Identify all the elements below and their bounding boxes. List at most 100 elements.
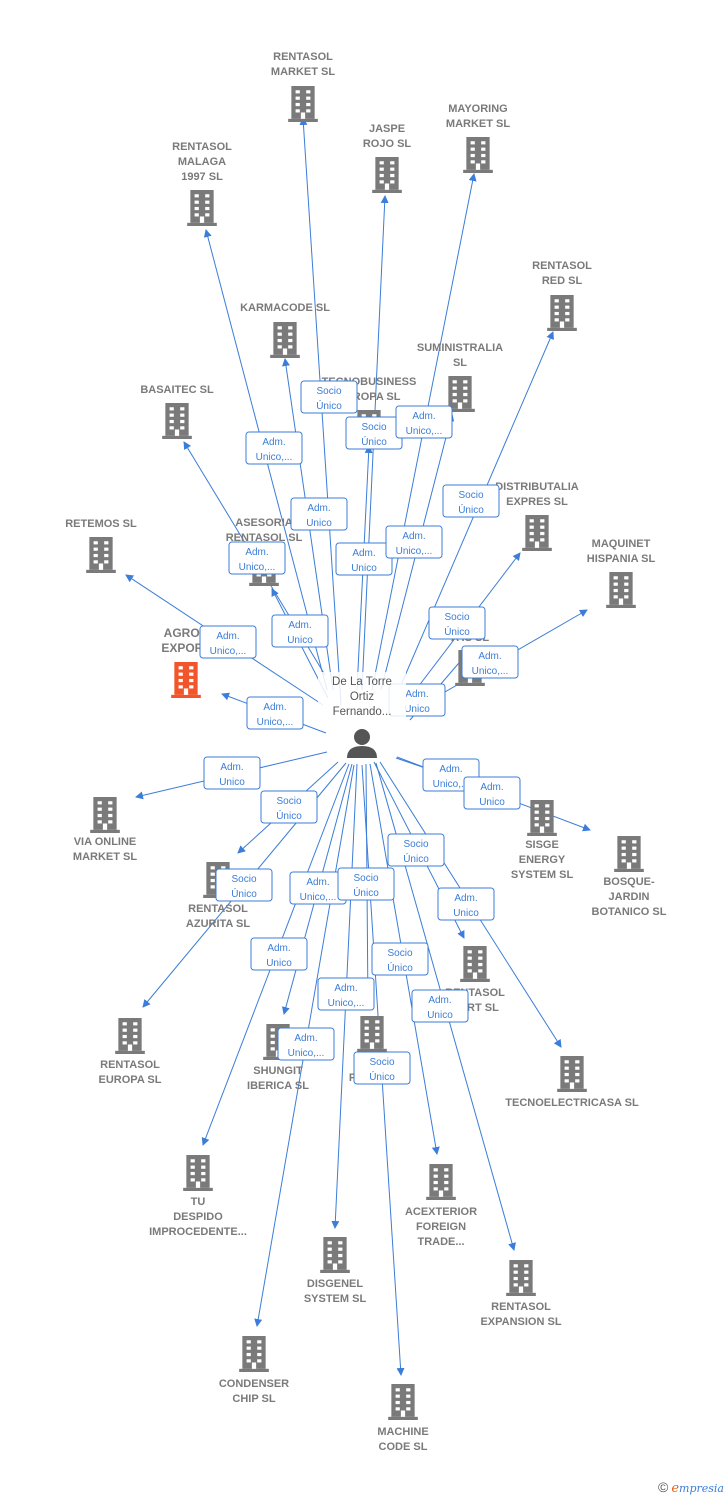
- building-icon: [270, 322, 300, 358]
- edge-label-l15: Adm.Unico,...: [246, 696, 304, 730]
- edge-label-text: Unico,...: [257, 717, 294, 728]
- edge-label-text: Unico: [219, 777, 245, 788]
- company-label: JASPE: [369, 123, 405, 135]
- edge-label-text: Adm.: [439, 764, 462, 775]
- building-icon: [162, 403, 192, 439]
- edge-label-text: Socio: [387, 948, 412, 959]
- building-icon: [372, 157, 402, 193]
- company-node-retemos[interactable]: RETEMOS SL: [65, 518, 137, 573]
- company-label: EUROPA SL: [99, 1074, 162, 1086]
- brand-name: mpresia: [679, 1482, 724, 1495]
- edge-label-l18: Adm. Unico: [463, 776, 521, 810]
- company-label: BASAITEC SL: [140, 384, 214, 396]
- edge-label-text: Adm.: [262, 437, 285, 448]
- building-icon: [426, 1164, 456, 1200]
- edge-label-text: Único: [403, 852, 429, 865]
- company-node-basaitec[interactable]: BASAITEC SL: [140, 384, 214, 439]
- company-label: MARKET SL: [446, 118, 510, 130]
- company-node-tecnoelectricasa[interactable]: TECNOELECTRICASA SL: [505, 1056, 639, 1109]
- building-icon: [463, 137, 493, 173]
- company-label: DESPIDO: [173, 1211, 223, 1223]
- company-label: RENTASOL: [100, 1059, 160, 1071]
- edge-label-l11: Adm.Unico: [271, 614, 329, 648]
- edge-label-text: Unico,...: [300, 892, 337, 903]
- edge-label-text: Adm.: [428, 995, 451, 1006]
- edge-label-text: Unico: [266, 958, 292, 969]
- edge-label-text: Adm.: [480, 782, 503, 793]
- company-label: ASESORIA: [235, 517, 293, 529]
- edge-label-l6: Adm.Unico: [290, 497, 348, 531]
- edge-label-l7: Adm.Unico,...: [228, 541, 286, 575]
- edge-label-text: Adm.: [306, 877, 329, 888]
- building-icon: [527, 800, 557, 836]
- company-node-mayoring-market[interactable]: MAYORING MARKET SL: [446, 103, 510, 173]
- company-label: DISGENEL: [307, 1278, 364, 1290]
- edge-label-text: Adm.: [288, 620, 311, 631]
- building-icon: [357, 1016, 387, 1052]
- company-label: MAYORING: [448, 103, 508, 115]
- edge-label-text: Socio: [276, 796, 301, 807]
- edge-label-text: Adm.: [352, 548, 375, 559]
- company-node-tu-despido[interactable]: TUDESPIDOIMPROCEDENTE...: [149, 1155, 247, 1238]
- center-person[interactable]: De La TorreOrtizFernando...: [318, 672, 406, 758]
- building-icon: [288, 86, 318, 122]
- edge-label-text: Adm.: [402, 531, 425, 542]
- edge-labels-layer: SocioÚnicoSocioÚnicoAdm.Unico,...Adm.Uni…: [199, 380, 521, 1085]
- company-node-acexterior[interactable]: ACEXTERIORFOREIGNTRADE...: [405, 1164, 477, 1248]
- edge-label-text: Único: [231, 887, 257, 900]
- company-node-karmacode[interactable]: KARMACODE SL: [240, 302, 330, 358]
- company-label: AZURITA SL: [186, 918, 250, 930]
- company-label: MARKET SL: [73, 851, 137, 863]
- edge-label-text: Adm.: [405, 689, 428, 700]
- edge-label-text: Unico: [479, 797, 505, 808]
- building-icon: [522, 515, 552, 551]
- edge-label-text: Unico,...: [288, 1048, 325, 1059]
- building-icon: [187, 190, 217, 226]
- edge-label-l16: Adm. Unico: [203, 756, 261, 790]
- edge-label-text: Socio: [369, 1057, 394, 1068]
- edge-label-text: Socio: [403, 839, 428, 850]
- edge-label-text: Socio: [444, 612, 469, 623]
- edge-label-text: Socio: [458, 490, 483, 501]
- company-label: DISTRIBUTALIA: [495, 481, 579, 493]
- edge-label-text: Único: [458, 503, 484, 516]
- edge-label-text: Socio: [353, 873, 378, 884]
- copyright-symbol: ©: [658, 1479, 669, 1495]
- company-label: IMPROCEDENTE...: [149, 1226, 247, 1238]
- company-label: TRADE...: [417, 1236, 464, 1248]
- company-label: MAQUINET: [592, 538, 651, 550]
- edge-label-l10: Adm.Unico,...: [199, 625, 257, 659]
- company-node-rentasol-azurita[interactable]: RENTASOL AZURITA SL: [186, 862, 250, 930]
- company-label: RENTASOL: [188, 903, 248, 915]
- edge-label-text: Adm.: [220, 762, 243, 773]
- company-label: ACEXTERIOR: [405, 1206, 477, 1218]
- edge-label-text: Socio: [316, 386, 341, 397]
- company-node-rentasol-europa[interactable]: RENTASOL EUROPA SL: [99, 1018, 162, 1086]
- company-label: MALAGA: [178, 156, 226, 168]
- building-icon: [606, 572, 636, 608]
- edge-label-text: Único: [353, 886, 379, 899]
- company-label: EXPORT: [161, 641, 211, 655]
- edge-label-l23: Adm.Unico: [437, 887, 495, 921]
- edge-label-text: Unico: [427, 1010, 453, 1021]
